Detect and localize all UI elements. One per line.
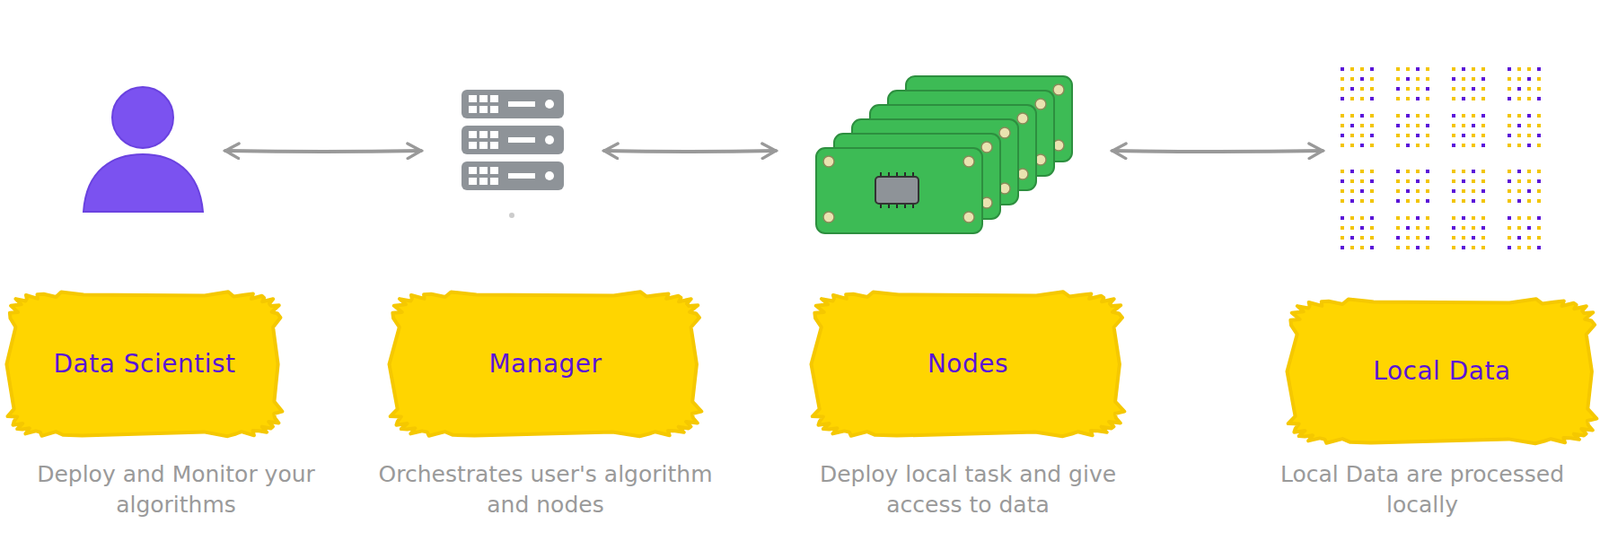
node-title: Manager <box>386 349 705 379</box>
node-description: Deploy local task and give access to dat… <box>797 459 1139 521</box>
node-description: Orchestrates user's algorithm and nodes <box>375 459 717 521</box>
column-node: ManagerOrchestrates user's algorithm and… <box>386 289 705 532</box>
board <box>816 148 983 234</box>
node-title: Nodes <box>808 349 1128 379</box>
double-arrow <box>1112 150 1323 152</box>
column-node: Local DataLocal Data are processed local… <box>1283 296 1600 539</box>
column-node: Data ScientistDeploy and Monitor your al… <box>3 289 286 532</box>
node-title: Local Data <box>1283 356 1600 387</box>
double-arrow <box>225 150 422 152</box>
local-data-icon <box>1340 67 1541 250</box>
node-title: Data Scientist <box>3 349 286 379</box>
node-description: Local Data are processed locally <box>1251 459 1593 521</box>
double-arrow <box>604 150 776 152</box>
node-description: Deploy and Monitor your algorithms <box>5 459 347 521</box>
person-icon <box>83 87 203 212</box>
server-icon <box>461 89 564 219</box>
node-boards-icon <box>816 76 1073 234</box>
column-node: NodesDeploy local task and give access t… <box>808 289 1128 532</box>
